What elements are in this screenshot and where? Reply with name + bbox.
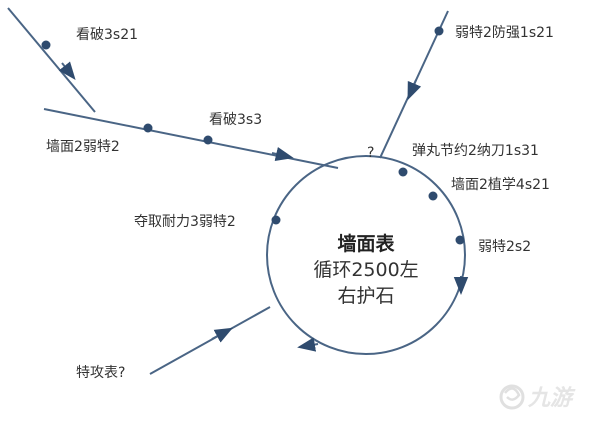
watermark-logo: 九游 [499,384,576,411]
center-line2: 右护石 [337,285,394,307]
label-danwan-jieyue-nadao: 弹丸节约2纳刀1s31 [412,143,539,159]
label-duoqu-naili: 夺取耐力3弱特2 [134,214,236,230]
label-kanpo-3s3: 看破3s3 [209,112,262,128]
label-qiangmian2-zhixue: 墙面2植学4s21 [451,177,550,193]
label-qiangmian2-ruote2: 墙面2弱特2 [46,139,120,155]
node-kanpo-3s3 [203,135,213,145]
watermark-swirl-icon [499,384,525,410]
center-title: 墙面表 [337,232,395,255]
label-question: ? [367,145,374,161]
node-kanpo-3s21 [41,40,51,50]
edge-kanpo-3s21 [7,7,96,113]
node-duoqu-naili [271,215,281,225]
label-tegong-biao: 特攻表? [76,365,125,381]
watermark-swirl-mark [504,387,521,401]
node-danwan-jieyue [398,167,408,177]
cycle-arrow-bottom [297,337,319,352]
node-qiangmian2-ruote2 [143,123,153,133]
arrow-qiangmian-kanpo [271,146,294,161]
label-ruote2-fangqiang: 弱特2防强1s21 [455,25,554,41]
arrow-ruote2-fangqiang [407,79,422,101]
arrow-tegong [211,327,233,343]
arrow-kanpo-3s21 [58,61,76,81]
node-ruote2-fangqiang [434,26,444,36]
node-qiangmian2-zhixue [428,191,438,201]
label-ruote-2s2: 弱特2s2 [478,239,531,255]
node-ruote-2s2 [455,235,465,245]
center-line1: 循环2500左 [313,259,418,281]
cycle-circle [266,155,466,355]
edge-tegong [149,306,271,375]
watermark-text: 九游 [527,386,576,411]
label-kanpo-3s21: 看破3s21 [76,27,138,43]
